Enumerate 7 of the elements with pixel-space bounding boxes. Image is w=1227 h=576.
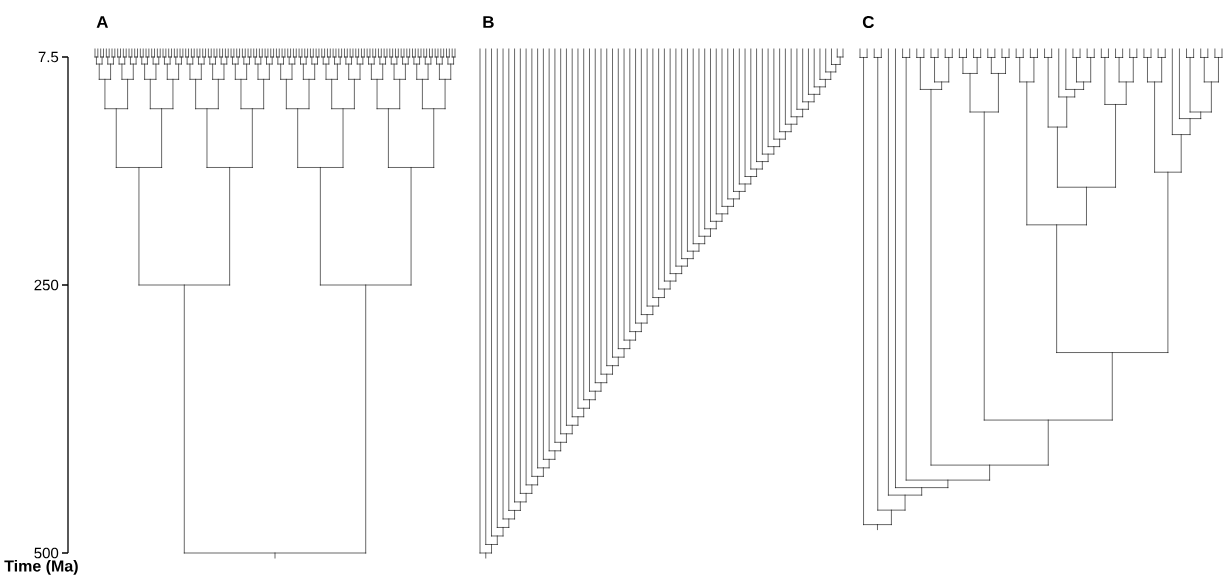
panel-letter: A (96, 16, 109, 28)
tick-label: 500 (34, 547, 59, 559)
tick-label: 250 (34, 279, 59, 291)
panel-letter: C (862, 16, 874, 29)
axis-title: Time (Ma) (4, 559, 78, 575)
tick-label: 7.5 (38, 51, 59, 63)
panel-letter: B (483, 16, 494, 28)
